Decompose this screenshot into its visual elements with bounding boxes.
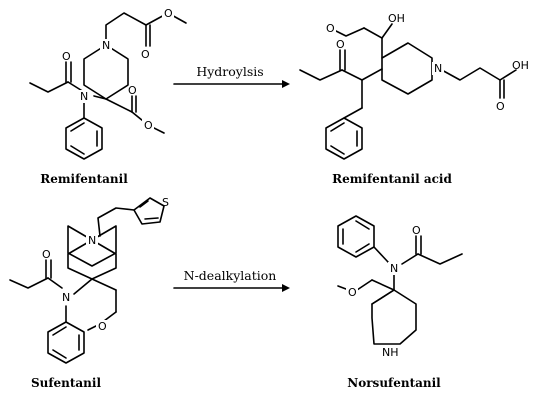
- atom-o-acid: O: [326, 22, 335, 35]
- atom-s-thiophene: S: [162, 196, 169, 209]
- reaction-label-n-dealkylation: N-dealkylation: [184, 268, 277, 283]
- reaction-arrow-n-dealkylation: N-dealkylation: [173, 268, 290, 292]
- compound-name-sufentanil: Sufentanil: [31, 376, 102, 390]
- reaction-label-hydrolysis: Hydroylsis: [196, 64, 263, 79]
- atom-n-amide: N: [62, 291, 70, 304]
- atom-o-ether: O: [98, 320, 107, 333]
- atom-nh-piperidine: NH: [382, 346, 399, 359]
- atom-n-amide: N: [390, 262, 398, 275]
- structure-sufentanil: N N S O O Sufentanil: [9, 196, 169, 390]
- reaction-arrow-hydrolysis: Hydroylsis: [173, 64, 290, 88]
- atom-oh-acid-2: OH: [512, 59, 529, 72]
- atom-o-amide: O: [62, 50, 71, 63]
- atom-o-ether-2: O: [144, 119, 153, 132]
- atom-n-piperidine: N: [88, 234, 96, 247]
- atom-o-amide: O: [42, 248, 51, 261]
- atom-o-ether: O: [164, 7, 173, 20]
- atom-o-carbonyl: O: [141, 48, 150, 61]
- atom-o-carbonyl-2: O: [128, 84, 137, 97]
- structure-remifentanil: N N O O O O O Remifentanil: [29, 7, 187, 186]
- atom-n-piperidine: N: [434, 62, 442, 75]
- atom-o-ketone: O: [336, 38, 345, 51]
- structure-remifentanil-acid: N OH O O O OH Remifentanil acid: [299, 12, 529, 186]
- atom-o-acid-2: O: [496, 100, 505, 113]
- compound-name-remifentanil-acid: Remifentanil acid: [332, 172, 452, 186]
- atom-n-piperidine: N: [102, 39, 110, 52]
- compound-name-norsufentanil: Norsufentanil: [347, 376, 441, 390]
- structure-norsufentanil: N O O NH Norsufentanil: [337, 215, 463, 390]
- atom-o-ether: O: [348, 286, 357, 299]
- atom-oh-acid: OH: [388, 12, 405, 25]
- atom-o-amide: O: [412, 224, 421, 237]
- atom-n-amide: N: [80, 90, 88, 103]
- compound-name-remifentanil: Remifentanil: [40, 172, 128, 186]
